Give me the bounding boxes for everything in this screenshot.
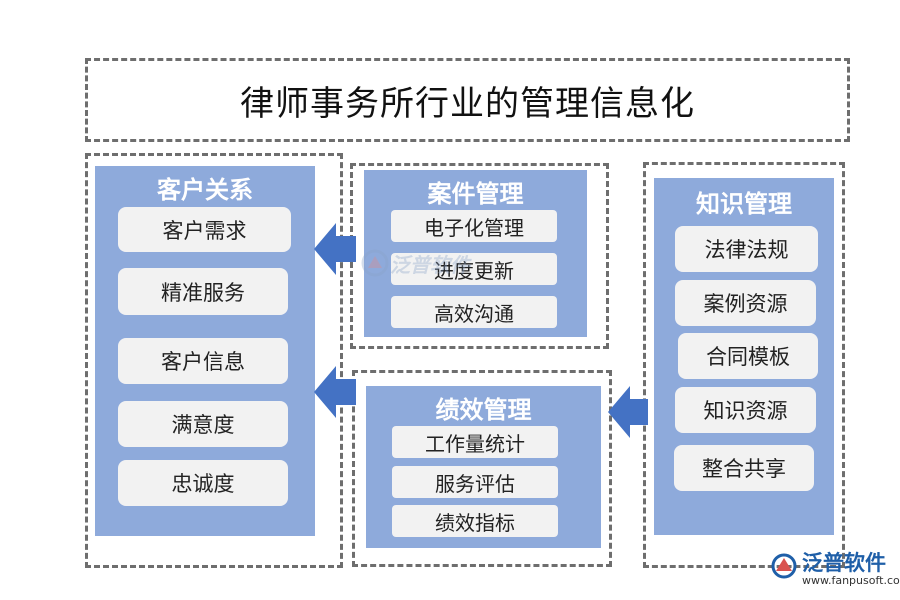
case-item-2: 进度更新: [391, 253, 557, 285]
case-management-panel: 案件管理 电子化管理 进度更新 高效沟通: [364, 170, 587, 337]
client-relations-panel: 客户关系 客户需求 精准服务 客户信息 满意度 忠诚度: [95, 166, 315, 536]
arrow-knowledge-to-performance: [608, 386, 648, 438]
knowledge-item-5: 整合共享: [674, 445, 814, 491]
knowledge-management-group: [643, 162, 845, 568]
brand-logo-icon: [771, 553, 797, 579]
client-item-4: 满意度: [118, 401, 288, 447]
knowledge-item-3: 合同模板: [678, 333, 818, 379]
knowledge-item-4: 知识资源: [675, 387, 816, 433]
watermark-logo-icon: [361, 249, 389, 277]
knowledge-item-1: 法律法规: [675, 226, 818, 272]
knowledge-management-panel: 知识管理 法律法规 案例资源 合同模板 知识资源 整合共享: [654, 178, 834, 535]
case-item-1: 电子化管理: [391, 210, 557, 242]
diagram-title: 律师事务所行业的管理信息化: [240, 83, 695, 124]
brand-name: 泛普软件: [802, 551, 886, 575]
client-item-3: 客户信息: [118, 338, 288, 384]
brand-url: www.fanpusoft.com: [802, 574, 900, 587]
title-box: 律师事务所行业的管理信息化: [85, 58, 850, 142]
client-item-1: 客户需求: [118, 207, 291, 252]
performance-item-2: 服务评估: [392, 466, 558, 498]
brand-logo: 泛普软件 www.fanpusoft.com: [770, 552, 900, 587]
case-item-3: 高效沟通: [391, 296, 557, 328]
client-relations-title: 客户关系: [157, 175, 253, 204]
client-relations-group: [85, 153, 343, 568]
performance-item-1: 工作量统计: [392, 426, 558, 458]
performance-management-panel: 绩效管理 工作量统计 服务评估 绩效指标: [366, 386, 601, 548]
arrow-case-to-client: [314, 223, 356, 275]
performance-management-title: 绩效管理: [435, 395, 532, 424]
arrow-performance-to-client: [314, 366, 356, 418]
knowledge-management-title: 知识管理: [696, 189, 792, 218]
watermark: 泛普软件: [360, 248, 470, 278]
performance-management-group: [352, 370, 612, 567]
knowledge-item-2: 案例资源: [675, 280, 816, 326]
case-management-title: 案件管理: [427, 179, 524, 208]
watermark-text: 泛普软件: [390, 252, 470, 277]
client-item-5: 忠诚度: [118, 460, 288, 506]
client-item-2: 精准服务: [118, 268, 288, 315]
performance-item-3: 绩效指标: [392, 505, 558, 537]
